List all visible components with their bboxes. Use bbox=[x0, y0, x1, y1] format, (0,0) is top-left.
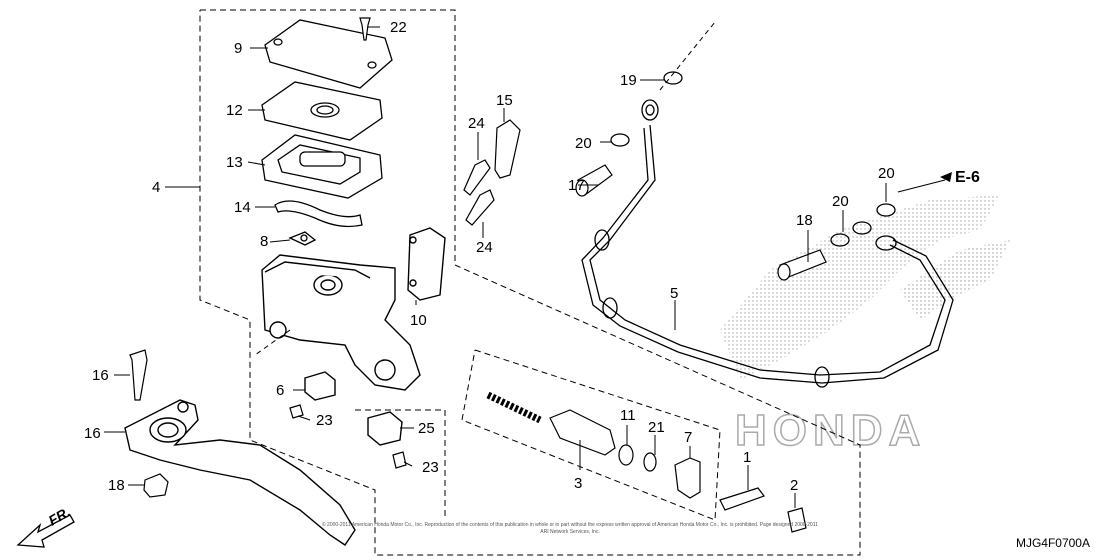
spring bbox=[486, 391, 542, 424]
leader-lines bbox=[104, 21, 946, 508]
callout-10: 10 bbox=[410, 312, 427, 329]
reference-label: E-6 bbox=[955, 169, 980, 186]
callout-22: 22 bbox=[390, 19, 407, 36]
callout-7: 7 bbox=[684, 429, 692, 446]
callout-16: 16 bbox=[84, 425, 101, 442]
diagram-code: MJG4F0700A bbox=[1015, 536, 1090, 550]
piston bbox=[549, 409, 616, 456]
reference-e6: E-6 bbox=[940, 169, 980, 186]
callout-20-right-a: 20 bbox=[832, 193, 849, 210]
cap-2 bbox=[787, 507, 807, 533]
callout-24-lower: 24 bbox=[476, 239, 493, 256]
screw-23-a bbox=[289, 404, 304, 419]
callout-20-right-b: 20 bbox=[878, 165, 895, 182]
nut-19 bbox=[143, 473, 169, 498]
reservoir-cap bbox=[264, 19, 393, 89]
fasteners bbox=[129, 17, 521, 498]
switch-6 bbox=[304, 371, 336, 401]
callout-4: 4 bbox=[152, 179, 160, 196]
honda-wordmark: HONDA bbox=[735, 406, 926, 455]
honda-wing-watermark: HONDA bbox=[720, 195, 1010, 456]
callout-25: 25 bbox=[418, 420, 435, 437]
callout-8: 8 bbox=[260, 233, 268, 250]
callout-1: 1 bbox=[743, 449, 751, 466]
callout-23-a: 23 bbox=[316, 412, 333, 429]
pivot-bolt-17 bbox=[129, 349, 148, 401]
callout-20-top: 19 bbox=[620, 72, 637, 89]
front-arrow-icon bbox=[16, 514, 75, 548]
callout-24-upper: 24 bbox=[468, 115, 485, 132]
callout-20-mid: 20 bbox=[575, 135, 592, 152]
boot-15 bbox=[494, 119, 521, 179]
callout-18-lower: 18 bbox=[796, 212, 813, 229]
callout-23-b: 23 bbox=[422, 459, 439, 476]
bolt-24-upper bbox=[463, 159, 491, 196]
clutch-hose bbox=[581, 71, 954, 388]
group-outlines bbox=[199, 9, 861, 556]
callout-15: 15 bbox=[496, 92, 513, 109]
push-rod-1 bbox=[719, 487, 765, 511]
callout-13: 13 bbox=[226, 154, 243, 171]
banjo-bolts bbox=[575, 164, 827, 281]
callout-18-upper: 17 bbox=[568, 177, 585, 194]
callout-9: 9 bbox=[234, 40, 242, 57]
master-cylinder-body bbox=[261, 227, 446, 446]
callout-19: 18 bbox=[108, 477, 125, 494]
callouts: 9 22 12 13 14 8 4 10 15 24 24 17 19 20 1… bbox=[84, 19, 895, 494]
screw-23-b bbox=[392, 451, 407, 469]
piston-kit bbox=[486, 391, 807, 533]
reservoir-parts bbox=[261, 19, 393, 246]
callout-6: 6 bbox=[276, 382, 284, 399]
bracket-10 bbox=[407, 227, 446, 301]
callout-11: 11 bbox=[620, 407, 636, 424]
callout-14: 14 bbox=[234, 199, 251, 216]
screw-22 bbox=[359, 17, 371, 41]
callout-5: 5 bbox=[670, 285, 678, 302]
callout-12: 12 bbox=[226, 102, 243, 119]
callout-2: 2 bbox=[790, 477, 798, 494]
callout-17: 16 bbox=[92, 367, 109, 384]
callout-3: 3 bbox=[574, 475, 582, 492]
plate-spring bbox=[274, 200, 363, 228]
clutch-lever bbox=[124, 399, 356, 546]
copyright-notice: © 2000-2011 American Honda Motor Co., In… bbox=[321, 522, 818, 535]
boot-7 bbox=[674, 457, 701, 499]
switch-25 bbox=[367, 411, 403, 446]
callout-21: 21 bbox=[648, 419, 665, 436]
bolt-24-lower bbox=[465, 189, 495, 226]
